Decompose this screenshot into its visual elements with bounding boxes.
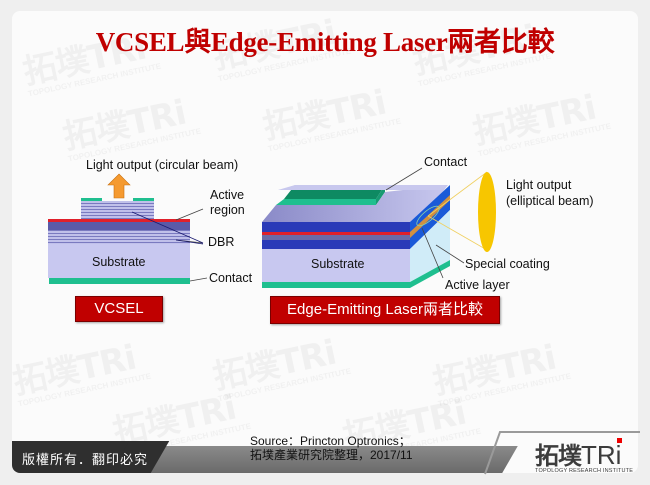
eel-special-coating-label: Special coating [465, 257, 550, 271]
source-line-2: 拓墣產業研究院整理，2017/11 [250, 448, 413, 462]
eel-substrate-label: Substrate [311, 257, 365, 271]
up-arrow-icon [107, 173, 131, 199]
vcsel-caption: VCSEL [75, 296, 163, 322]
edge-emitting-diagram [262, 167, 496, 288]
slide-title: VCSEL與Edge-Emitting Laser兩者比較 [95, 27, 555, 57]
vcsel-light-output-label: Light output (circular beam) [86, 158, 239, 172]
logo-red-dot [617, 438, 622, 443]
logo-cn: 拓墣 [535, 442, 582, 470]
vcsel-active-region-label: region [210, 203, 245, 217]
eel-contact-label: Contact [424, 155, 468, 169]
tri-logo: 拓墣TRi TOPOLOGY RESEARCH INSTITUTE [535, 436, 635, 474]
source-line-1: Source：Princton Optronics； [250, 434, 411, 448]
eel-light-output-label: (elliptical beam) [506, 194, 594, 208]
eel-light-output-label: Light output [506, 178, 572, 192]
source-citation: Source：Princton Optronics； 拓墣產業研究院整理，201… [250, 434, 413, 462]
vcsel-active-region-label: Active [210, 188, 245, 202]
eel-caption: Edge-Emitting Laser兩者比較 [270, 296, 500, 324]
logo-i: i [615, 440, 622, 470]
vcsel-contact-label: Contact [209, 271, 253, 285]
vcsel-diagram [48, 173, 208, 284]
logo-tagline: TOPOLOGY RESEARCH INSTITUTE [535, 468, 634, 474]
vcsel-substrate-label: Substrate [92, 255, 146, 269]
copyright-notice: 版權所有．翻印必究 [22, 453, 149, 468]
eel-active-layer-label: Active layer [445, 278, 510, 292]
vcsel-dbr-label: DBR [208, 235, 235, 249]
logo-en: TR [581, 440, 616, 470]
